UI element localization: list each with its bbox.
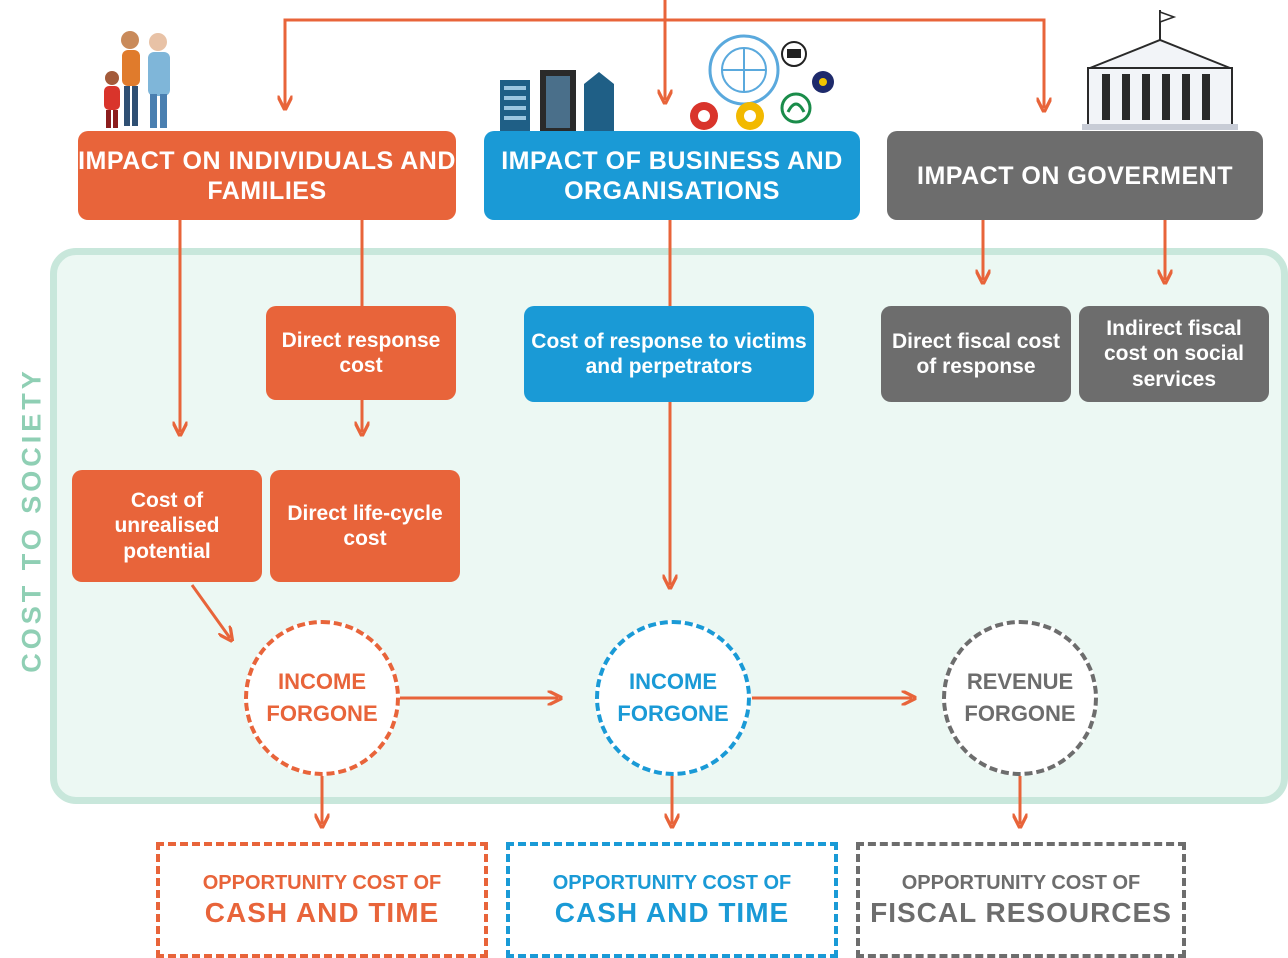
opportunity-cost-line2: CASH AND TIME: [554, 896, 790, 928]
impact-government-header: IMPACT ON GOVERMENT: [887, 131, 1263, 220]
revenue-forgone-government: REVENUE FORGONE: [942, 620, 1098, 776]
city-buildings-illustration: [500, 70, 614, 134]
opportunity-cost-line1: OPPORTUNITY COST OF: [552, 871, 792, 894]
opportunity-cost-government: OPPORTUNITY COST OF FISCAL RESOURCES: [856, 842, 1186, 958]
unrealised-potential-box: Cost of unrealised potential: [72, 470, 262, 582]
opportunity-cost-line1: OPPORTUNITY COST OF: [901, 871, 1141, 894]
arrow-to-income-forgone-1: [190, 584, 230, 638]
direct-fiscal-cost-box: Direct fiscal cost of response: [881, 306, 1071, 402]
impact-business-header: IMPACT OF BUSINESS AND ORGANISATIONS: [484, 131, 860, 220]
government-building-illustration: [1082, 10, 1238, 130]
organisation-logos-illustration: [690, 34, 834, 130]
indirect-fiscal-cost-box: Indirect fiscal cost on social services: [1079, 306, 1269, 402]
opportunity-cost-business: OPPORTUNITY COST OF CASH AND TIME: [506, 842, 838, 958]
income-forgone-business: INCOME FORGONE: [595, 620, 751, 776]
impact-individuals-header: IMPACT ON INDIVIDUALS AND FAMILIES: [78, 131, 456, 220]
income-forgone-individuals: INCOME FORGONE: [244, 620, 400, 776]
opportunity-cost-line1: OPPORTUNITY COST OF: [202, 871, 442, 894]
opportunity-cost-individuals: OPPORTUNITY COST OF CASH AND TIME: [156, 842, 488, 958]
response-victims-box: Cost of response to victims and perpetra…: [524, 306, 814, 402]
opportunity-cost-line2: FISCAL RESOURCES: [870, 896, 1172, 928]
direct-response-cost-box: Direct response cost: [266, 306, 456, 400]
opportunity-cost-line2: CASH AND TIME: [204, 896, 440, 928]
family-illustration: [104, 31, 170, 128]
life-cycle-cost-box: Direct life-cycle cost: [270, 470, 460, 582]
